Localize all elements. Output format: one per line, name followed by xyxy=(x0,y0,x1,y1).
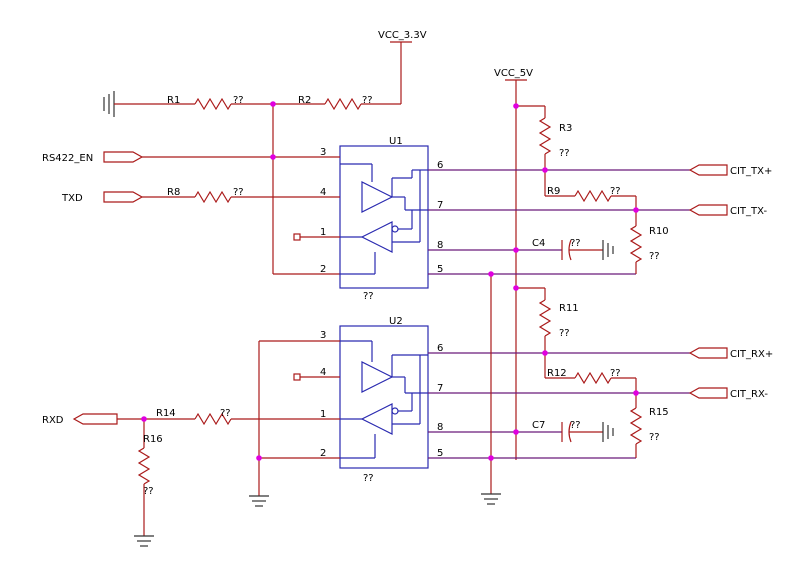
c4-ref: C4 xyxy=(532,238,545,249)
vcc-3v3-label: VCC_3.3V xyxy=(378,30,427,41)
resistor-r10: R10 ?? xyxy=(629,225,669,263)
r12-ref: R12 xyxy=(547,368,567,379)
u1-pin-2: 2 xyxy=(320,264,326,275)
c4-value: ?? xyxy=(570,238,581,249)
u2-pin-2: 2 xyxy=(320,448,326,459)
port-rxd: RXD xyxy=(42,413,118,426)
rs422-en-label: RS422_EN xyxy=(42,153,93,164)
c7-ref: C7 xyxy=(532,420,545,431)
r12-value: ?? xyxy=(610,368,621,379)
port-cit-rx-plus: CIT_RX+ xyxy=(688,347,773,360)
resistor-r2: R2 ?? xyxy=(298,95,373,111)
resistor-r3: R3 ?? xyxy=(538,117,572,159)
ground-symbol-u2-left xyxy=(249,495,269,507)
ground-symbol-left xyxy=(103,91,115,117)
rxd-label: RXD xyxy=(42,415,64,426)
r3-value: ?? xyxy=(559,148,570,159)
u2-pin-1: 1 xyxy=(320,409,326,420)
r11-value: ?? xyxy=(559,328,570,339)
port-rs422-en: RS422_EN xyxy=(42,151,144,164)
r2-ref: R2 xyxy=(298,95,311,106)
u2-pin-6: 6 xyxy=(437,343,443,354)
resistor-r14: R14 ?? xyxy=(156,408,232,426)
u1-ref: U1 xyxy=(389,136,403,147)
resistor-r8: R8 ?? xyxy=(167,187,244,204)
capacitor-c7: C7 ?? xyxy=(532,420,581,443)
r2-value: ?? xyxy=(362,95,373,106)
u1-pin-1: 1 xyxy=(320,227,326,238)
u2-pin-8: 8 xyxy=(437,422,443,433)
u2-pin-4: 4 xyxy=(320,367,326,378)
r8-ref: R8 xyxy=(167,187,180,198)
r14-ref: R14 xyxy=(156,408,176,419)
r3-ref: R3 xyxy=(559,123,572,134)
u1-pin-8: 8 xyxy=(437,240,443,251)
u1-pin-6: 6 xyxy=(437,160,443,171)
port-cit-tx-plus: CIT_TX+ xyxy=(688,164,772,177)
capacitor-c4: C4 ?? xyxy=(532,238,581,261)
vcc-5v-label: VCC_5V xyxy=(494,68,533,79)
ground-symbol-c4 xyxy=(602,240,614,260)
r15-value: ?? xyxy=(649,432,660,443)
port-cit-rx-minus: CIT_RX- xyxy=(688,387,768,400)
u2-ref: U2 xyxy=(389,316,403,327)
r9-value: ?? xyxy=(610,186,621,197)
r9-ref: R9 xyxy=(547,186,560,197)
ic-u2: U2 ?? xyxy=(339,316,429,484)
port-txd: TXD xyxy=(61,191,144,204)
u1-value: ?? xyxy=(363,291,374,302)
cit-rx-minus-label: CIT_RX- xyxy=(730,389,768,400)
r8-value: ?? xyxy=(233,187,244,198)
resistor-r1: R1 ?? xyxy=(167,95,244,111)
vcc-3v3-symbol: VCC_3.3V xyxy=(378,30,427,104)
ground-symbol-c7 xyxy=(602,422,614,442)
ground-symbol-right xyxy=(481,493,501,505)
c7-value: ?? xyxy=(570,420,581,431)
cit-tx-plus-label: CIT_TX+ xyxy=(730,166,772,177)
r10-value: ?? xyxy=(649,251,660,262)
resistor-r12: R12 ?? xyxy=(547,368,621,385)
r11-ref: R11 xyxy=(559,303,579,314)
r16-value: ?? xyxy=(143,486,154,497)
u1-pin-7: 7 xyxy=(437,200,443,211)
resistor-r16: R16 ?? xyxy=(137,434,163,497)
cit-rx-plus-label: CIT_RX+ xyxy=(730,349,773,360)
r16-ref: R16 xyxy=(143,434,163,445)
txd-label: TXD xyxy=(61,193,83,204)
port-cit-tx-minus: CIT_TX- xyxy=(688,204,768,217)
vcc-5v-symbol: VCC_5V xyxy=(494,68,533,460)
u2-value: ?? xyxy=(363,473,374,484)
r10-ref: R10 xyxy=(649,226,669,237)
u1-pin-4: 4 xyxy=(320,187,326,198)
resistor-r9: R9 ?? xyxy=(547,186,621,203)
r15-ref: R15 xyxy=(649,407,669,418)
u1-pin-3: 3 xyxy=(320,147,326,158)
r14-value: ?? xyxy=(220,408,231,419)
r1-ref: R1 xyxy=(167,95,180,106)
r1-value: ?? xyxy=(233,95,244,106)
ground-symbol-r16 xyxy=(134,535,154,547)
u2-pin-5: 5 xyxy=(437,448,443,459)
u1-pin-5: 5 xyxy=(437,264,443,275)
resistor-r11: R11 ?? xyxy=(538,299,579,339)
ic-u1: U1 ?? xyxy=(339,136,429,302)
u2-pin-3: 3 xyxy=(320,330,326,341)
u2-pin-7: 7 xyxy=(437,383,443,394)
junction-dots xyxy=(141,101,639,461)
cit-tx-minus-label: CIT_TX- xyxy=(730,206,768,217)
resistor-r15: R15 ?? xyxy=(629,407,669,445)
